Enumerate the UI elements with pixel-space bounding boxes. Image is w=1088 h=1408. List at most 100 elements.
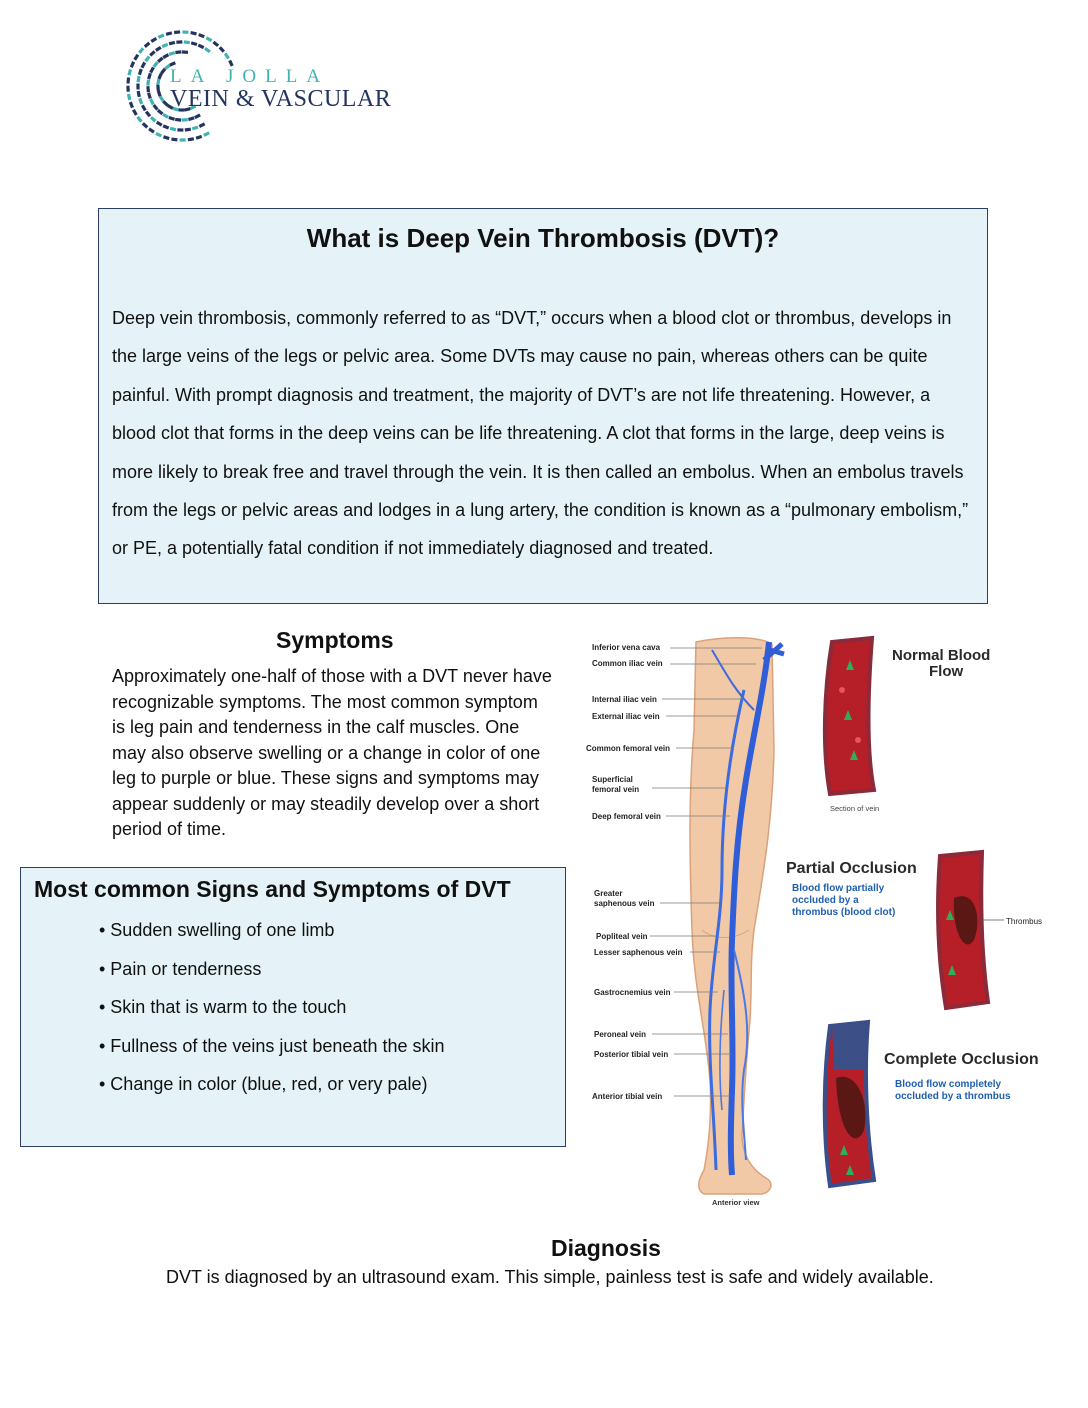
logo-line-2: VEIN & VASCULAR <box>170 86 392 112</box>
logo-dash <box>183 40 190 45</box>
label-popliteal: Popliteal vein <box>596 932 648 941</box>
logo-dash <box>136 75 141 83</box>
signs-box: Most common Signs and Symptoms of DVT • … <box>20 867 566 1147</box>
logo-dash <box>212 40 220 47</box>
intro-body: Deep vein thrombosis, commonly referred … <box>112 308 969 559</box>
logo-dash <box>181 50 189 54</box>
clinic-logo <box>126 30 234 142</box>
logo-dash <box>149 50 156 57</box>
logo-dash <box>132 108 138 116</box>
logo-dash <box>126 77 131 84</box>
partial-occlusion-vessel <box>936 849 1004 1011</box>
signs-list: • Sudden swelling of one limb • Pain or … <box>99 918 445 1111</box>
logo-dash <box>179 138 186 142</box>
complete-desc-1: Blood flow completely <box>895 1079 1002 1090</box>
logo-dash <box>198 122 206 128</box>
logo-dash <box>168 115 176 121</box>
logo-dash <box>195 134 203 140</box>
logo-dash <box>156 78 161 85</box>
logo-dash <box>138 97 144 105</box>
diagnosis-body: DVT is diagnosed by an ultrasound exam. … <box>166 1267 934 1287</box>
label-deep-femoral: Deep femoral vein <box>592 812 661 821</box>
logo-dash <box>203 131 210 137</box>
signs-title: Most common Signs and Symptoms of DVT <box>34 876 511 902</box>
saphenous-vein <box>708 689 746 1171</box>
logo-dash <box>152 104 159 111</box>
logo-dash <box>218 46 226 53</box>
partial-desc-1: Blood flow partially <box>792 883 885 894</box>
normal-flow-title-2: Flow <box>929 663 963 680</box>
logo-dash <box>148 127 155 134</box>
complete-desc-2: occluded by a thrombus <box>895 1091 1011 1102</box>
logo-dash <box>178 108 185 112</box>
logo-dash <box>161 42 169 49</box>
logo-dash <box>205 36 213 43</box>
symptoms-title: Symptoms <box>276 627 394 653</box>
logo-dash <box>169 61 176 67</box>
diagnosis-title: Diagnosis <box>551 1235 661 1261</box>
logo-dash <box>128 101 134 109</box>
logo-dash <box>136 90 141 98</box>
label-common-femoral: Common femoral vein <box>586 744 670 753</box>
logo-dash <box>175 50 182 55</box>
logo-dash <box>144 110 152 118</box>
logo-dash <box>127 69 133 76</box>
dvt-illustration: Inferior vena cava Common iliac vein Int… <box>586 635 1042 1207</box>
logo-dash <box>149 98 155 106</box>
logo-dash <box>176 40 183 44</box>
anterior-view-caption: Anterior view <box>712 1198 760 1207</box>
logo-dash <box>146 79 151 86</box>
logo-dash <box>147 92 152 100</box>
logo-dash <box>172 106 179 112</box>
label-greater: Greater <box>594 889 622 898</box>
logo-dash <box>129 61 136 68</box>
logo-dash <box>173 30 181 35</box>
logo-dash <box>160 67 167 75</box>
label-common-iliac: Common iliac vein <box>592 659 663 668</box>
logo-dash <box>168 40 176 46</box>
list-item: • Change in color (blue, red, or very pa… <box>99 1074 428 1094</box>
label-femoral-vein: femoral vein <box>592 785 639 794</box>
label-gastrocnemius: Gastrocnemius vein <box>594 988 671 997</box>
logo-dash <box>162 100 169 107</box>
logo-dash <box>133 53 140 61</box>
logo-dash <box>194 113 201 120</box>
list-item: • Fullness of the veins just beneath the… <box>99 1035 445 1056</box>
logo-dash <box>156 90 162 97</box>
logo-dash <box>157 33 165 39</box>
logo-dash <box>228 59 234 67</box>
logo-dash <box>189 104 197 111</box>
logo-dash <box>190 41 198 47</box>
logo-dash <box>162 135 170 141</box>
logo-dash <box>138 47 145 54</box>
logo-dash <box>136 115 143 123</box>
logo-dash <box>182 30 189 34</box>
symptoms-body: Approximately one-half of those with a D… <box>112 666 552 839</box>
intro-title: What is Deep Vein Thrombosis (DVT)? <box>306 223 780 253</box>
logo-dash <box>162 124 170 130</box>
logo-dash <box>156 56 164 63</box>
logo-dash <box>149 116 157 123</box>
logo-dash <box>190 31 197 36</box>
intro-box: What is Deep Vein Thrombosis (DVT)? Deep… <box>98 208 988 604</box>
logo-dash <box>149 66 155 74</box>
label-saphenous: saphenous vein <box>594 899 655 908</box>
logo-dash <box>156 84 160 91</box>
label-peroneal: Peroneal vein <box>594 1030 646 1039</box>
logo-dash <box>144 55 151 63</box>
partial-desc-2: occluded by a <box>792 895 859 906</box>
logo-dash <box>137 68 143 76</box>
logo-dash <box>155 131 163 138</box>
logo-dash <box>155 120 163 127</box>
label-internal-iliac: Internal iliac vein <box>592 695 657 704</box>
logo-dash <box>165 31 173 36</box>
logo-dash <box>168 51 176 56</box>
label-superficial: Superficial <box>592 775 633 784</box>
logo-dash <box>191 125 199 131</box>
complete-occlusion-title: Complete Occlusion <box>884 1051 1039 1068</box>
partial-desc-3: thrombus (blood clot) <box>792 907 895 918</box>
logo-dash <box>204 47 211 54</box>
logo-dash <box>136 83 140 90</box>
logo-dash <box>146 86 151 93</box>
logo-dash <box>164 63 171 70</box>
